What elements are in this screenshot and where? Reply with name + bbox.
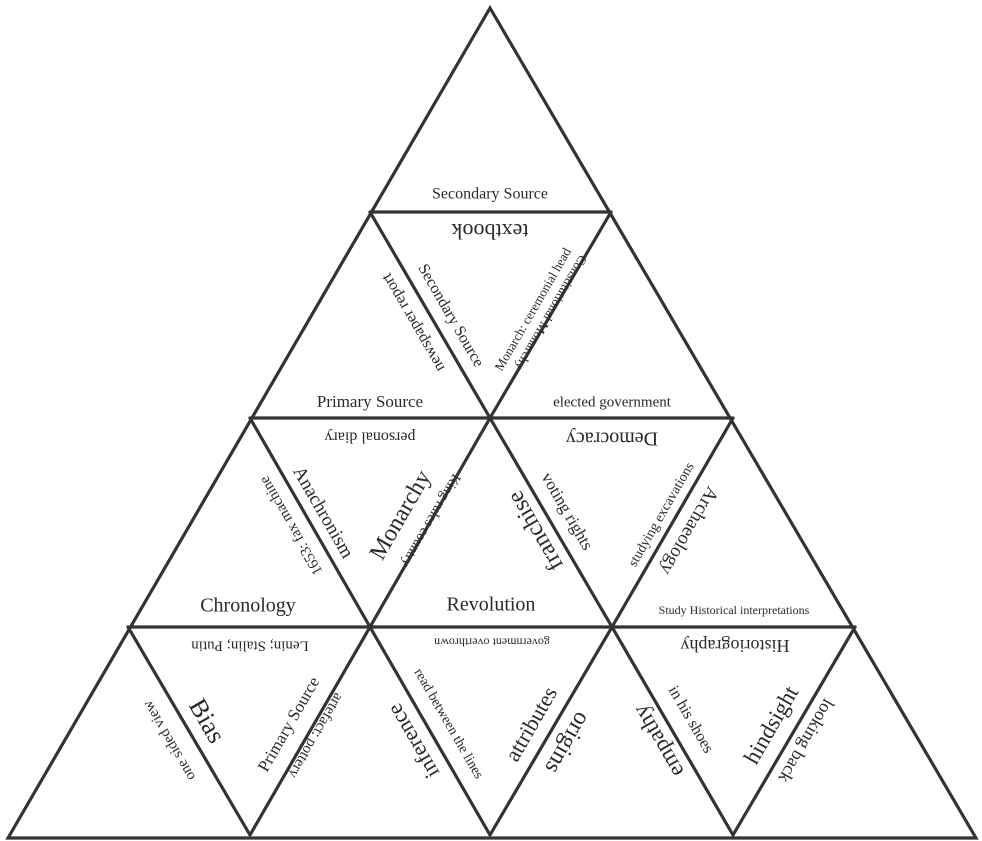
outer-triangle	[5, 4, 979, 840]
diag-up-6	[731, 625, 857, 837]
diag-down-3	[488, 416, 614, 629]
diag-down-6	[610, 625, 735, 837]
label-primary-source: Primary Source	[317, 392, 423, 411]
label-revolution: Revolution	[447, 594, 536, 616]
label-textbook: textbook	[452, 219, 529, 244]
label-government-overthrown: government overthrown	[434, 635, 550, 649]
label-elected-government: elected government	[553, 394, 672, 410]
diag-down-4	[126, 625, 252, 837]
diag-up-1	[488, 210, 613, 420]
diag-up-3	[610, 416, 735, 629]
label-lenin-stalin-putin: Lenin; Stalin; Putin	[191, 638, 309, 654]
label-secondary-source-top: Secondary Source	[432, 186, 548, 203]
label-bias: Bias	[183, 693, 231, 748]
diag-up-4	[248, 625, 372, 837]
diag-down-1	[368, 210, 492, 420]
label-historiography: Historiography	[681, 636, 790, 656]
label-personal-diary: personal diary	[324, 428, 415, 445]
label-chronology: Chronology	[200, 595, 296, 617]
diag-up-5	[488, 625, 614, 837]
diag-up-2	[368, 416, 492, 629]
label-study-historical-interpretations: Study Historical interpretations	[659, 603, 810, 617]
diag-down-5	[368, 625, 492, 837]
diag-down-2	[248, 416, 372, 629]
label-democracy: Democracy	[566, 427, 658, 449]
